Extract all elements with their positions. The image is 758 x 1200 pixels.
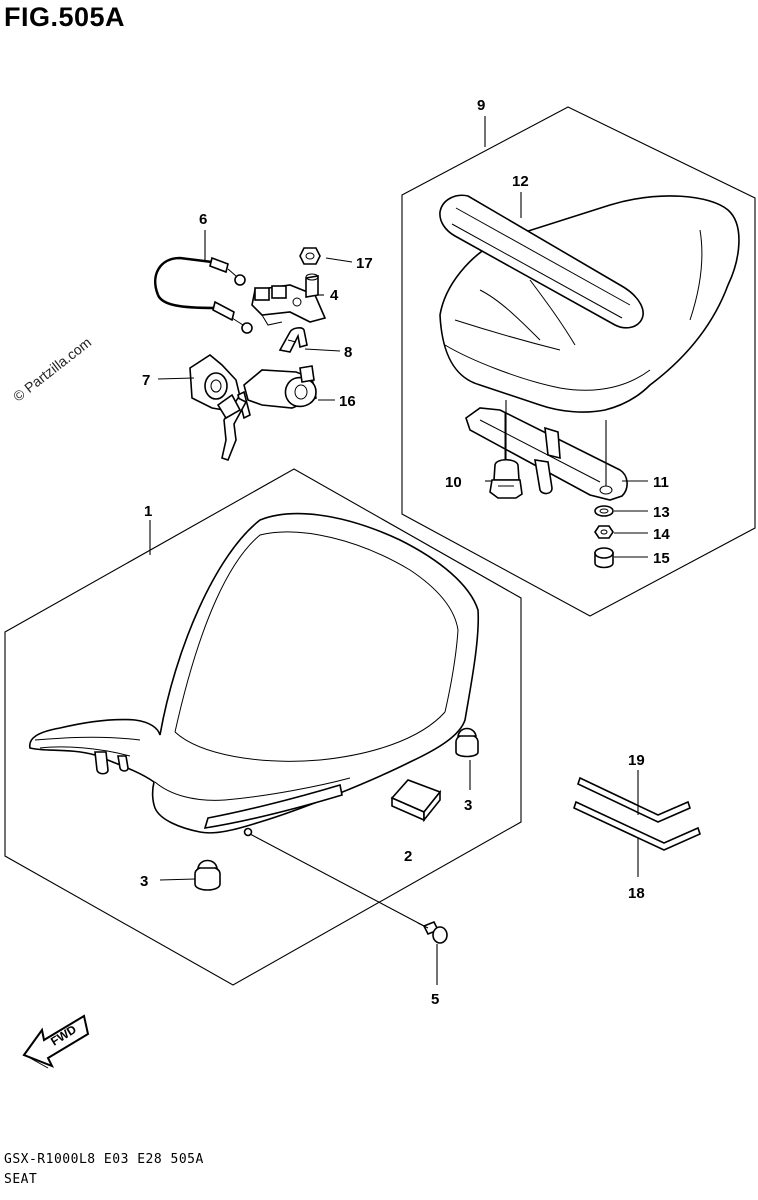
callout-17: 17: [356, 255, 373, 272]
callout-18: 18: [628, 885, 645, 902]
callout-3-right: 3: [464, 797, 472, 814]
nut-part: [594, 525, 614, 539]
nut-17-part: [299, 247, 321, 265]
clip-part: [278, 327, 308, 353]
main-seat: [29, 512, 480, 837]
callout-8: 8: [344, 344, 352, 361]
footer-section-title: SEAT: [4, 1172, 38, 1187]
callout-11: 11: [653, 474, 669, 491]
seat-lock-cable: [154, 256, 253, 334]
callout-12: 12: [512, 173, 529, 190]
callout-19: 19: [628, 752, 645, 769]
seat-wire-18: [573, 800, 701, 851]
spacer-part: [594, 547, 614, 569]
callout-1: 1: [144, 503, 152, 520]
callout-7: 7: [142, 372, 150, 389]
cushion-right-part: [455, 727, 479, 758]
callout-6: 6: [199, 211, 207, 228]
pillion-seat: [439, 194, 740, 413]
main-seat-group-box: [4, 468, 522, 986]
figure-title: FIG.505A: [4, 2, 126, 32]
callout-16: 16: [339, 393, 356, 410]
callout-4: 4: [330, 287, 339, 304]
callouts: 9 12 6 17 4 8 7 16 10 11 13 14 15 1 3 2 …: [140, 97, 670, 1008]
fwd-arrow-icon: FWD: [22, 1014, 90, 1069]
key-lock-assembly: [216, 365, 317, 461]
callout-13: 13: [653, 504, 670, 521]
footer-model-code: GSX-R1000L8 E03 E28 505A: [4, 1152, 204, 1167]
seat-wire-19: [577, 776, 691, 823]
washer-part: [594, 505, 614, 517]
callout-10: 10: [445, 474, 462, 491]
seat-lock-assembly: [251, 273, 327, 326]
seat-pad-part: [390, 779, 442, 823]
callout-9: 9: [477, 97, 485, 114]
callout-3-left: 3: [140, 873, 148, 890]
callout-5: 5: [431, 991, 439, 1008]
cushion-part: [489, 458, 523, 499]
callout-14: 14: [653, 526, 670, 543]
leader-lines: [149, 116, 648, 985]
cushion-left-part: [194, 859, 221, 891]
pillion-group-box: [401, 106, 756, 617]
callout-15: 15: [653, 550, 670, 567]
bolt-part: [417, 920, 448, 944]
callout-2: 2: [404, 848, 412, 865]
